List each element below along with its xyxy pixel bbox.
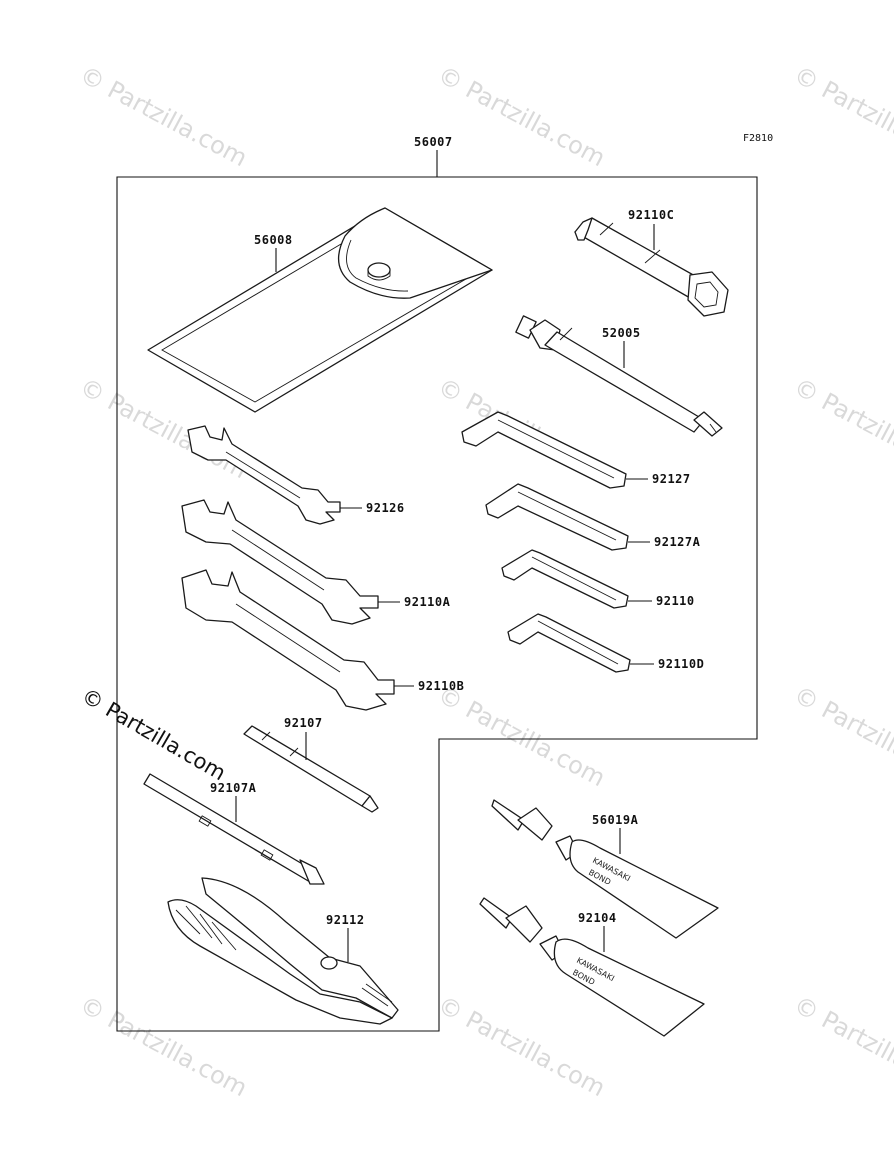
plug-wrench[interactable] — [574, 217, 729, 317]
part-number-assembly[interactable]: 56007 — [414, 135, 453, 149]
part-number-bond-tube-a[interactable]: 56019A — [592, 813, 639, 827]
figure-code: F2810 — [743, 133, 773, 144]
watermark: © Partzilla.com — [789, 681, 894, 793]
part-number-open-wrench-92110b[interactable]: 92110B — [418, 679, 464, 693]
watermark: © Partzilla.com — [789, 991, 894, 1103]
part-number-screwdriver-handle[interactable]: 52005 — [602, 326, 641, 340]
part-number-open-wrench-92126[interactable]: 92126 — [366, 501, 405, 515]
part-number-screwdriver-bit[interactable]: 92107A — [210, 781, 257, 795]
assembly-boundary — [116, 176, 758, 1032]
pliers-92112[interactable] — [167, 877, 399, 1025]
part-number-hex-wrench-92127a[interactable]: 92127A — [654, 535, 701, 549]
watermark: © Partzilla.com — [75, 991, 252, 1103]
hex-wrench-92110[interactable] — [501, 549, 629, 609]
part-number-screwdriver[interactable]: 92107 — [284, 716, 323, 730]
hex-wrench-92110d[interactable] — [507, 613, 631, 673]
part-number-hex-wrench-92110[interactable]: 92110 — [656, 594, 695, 608]
watermark: © Partzilla.com — [789, 373, 894, 485]
screwdriver-bit-92107a[interactable] — [143, 773, 325, 885]
watermark: © Partzilla.com — [433, 991, 610, 1103]
part-number-bond-tube-b[interactable]: 92104 — [578, 911, 617, 925]
watermark: © Partzilla.com — [75, 61, 252, 173]
watermark: © Partzilla.com — [433, 681, 610, 793]
open-wrench-92110b[interactable] — [181, 569, 395, 711]
part-number-tool-bag[interactable]: 56008 — [254, 233, 293, 247]
bond-tube-92104[interactable]: KAWASAKI BOND — [479, 897, 705, 1037]
watermark-dark: © Partzilla.com — [78, 684, 230, 786]
screwdriver-92107[interactable] — [243, 725, 379, 813]
part-number-open-wrench-92110a[interactable]: 92110A — [404, 595, 451, 609]
part-number-hex-wrench-92110d[interactable]: 92110D — [658, 657, 704, 671]
tool-bag[interactable] — [147, 207, 493, 413]
part-number-pliers[interactable]: 92112 — [326, 913, 365, 927]
hex-wrench-92127[interactable] — [461, 411, 627, 489]
watermark: © Partzilla.com — [433, 61, 610, 173]
bond-tube-56019a[interactable]: KAWASAKI BOND — [491, 799, 719, 939]
part-number-hex-wrench-92127[interactable]: 92127 — [652, 472, 691, 486]
open-wrench-92126[interactable] — [187, 425, 341, 525]
hex-wrench-92127a[interactable] — [485, 483, 629, 551]
screwdriver-handle[interactable] — [515, 315, 723, 437]
watermark: © Partzilla.com — [789, 61, 894, 173]
part-number-plug-wrench[interactable]: 92110C — [628, 208, 674, 222]
